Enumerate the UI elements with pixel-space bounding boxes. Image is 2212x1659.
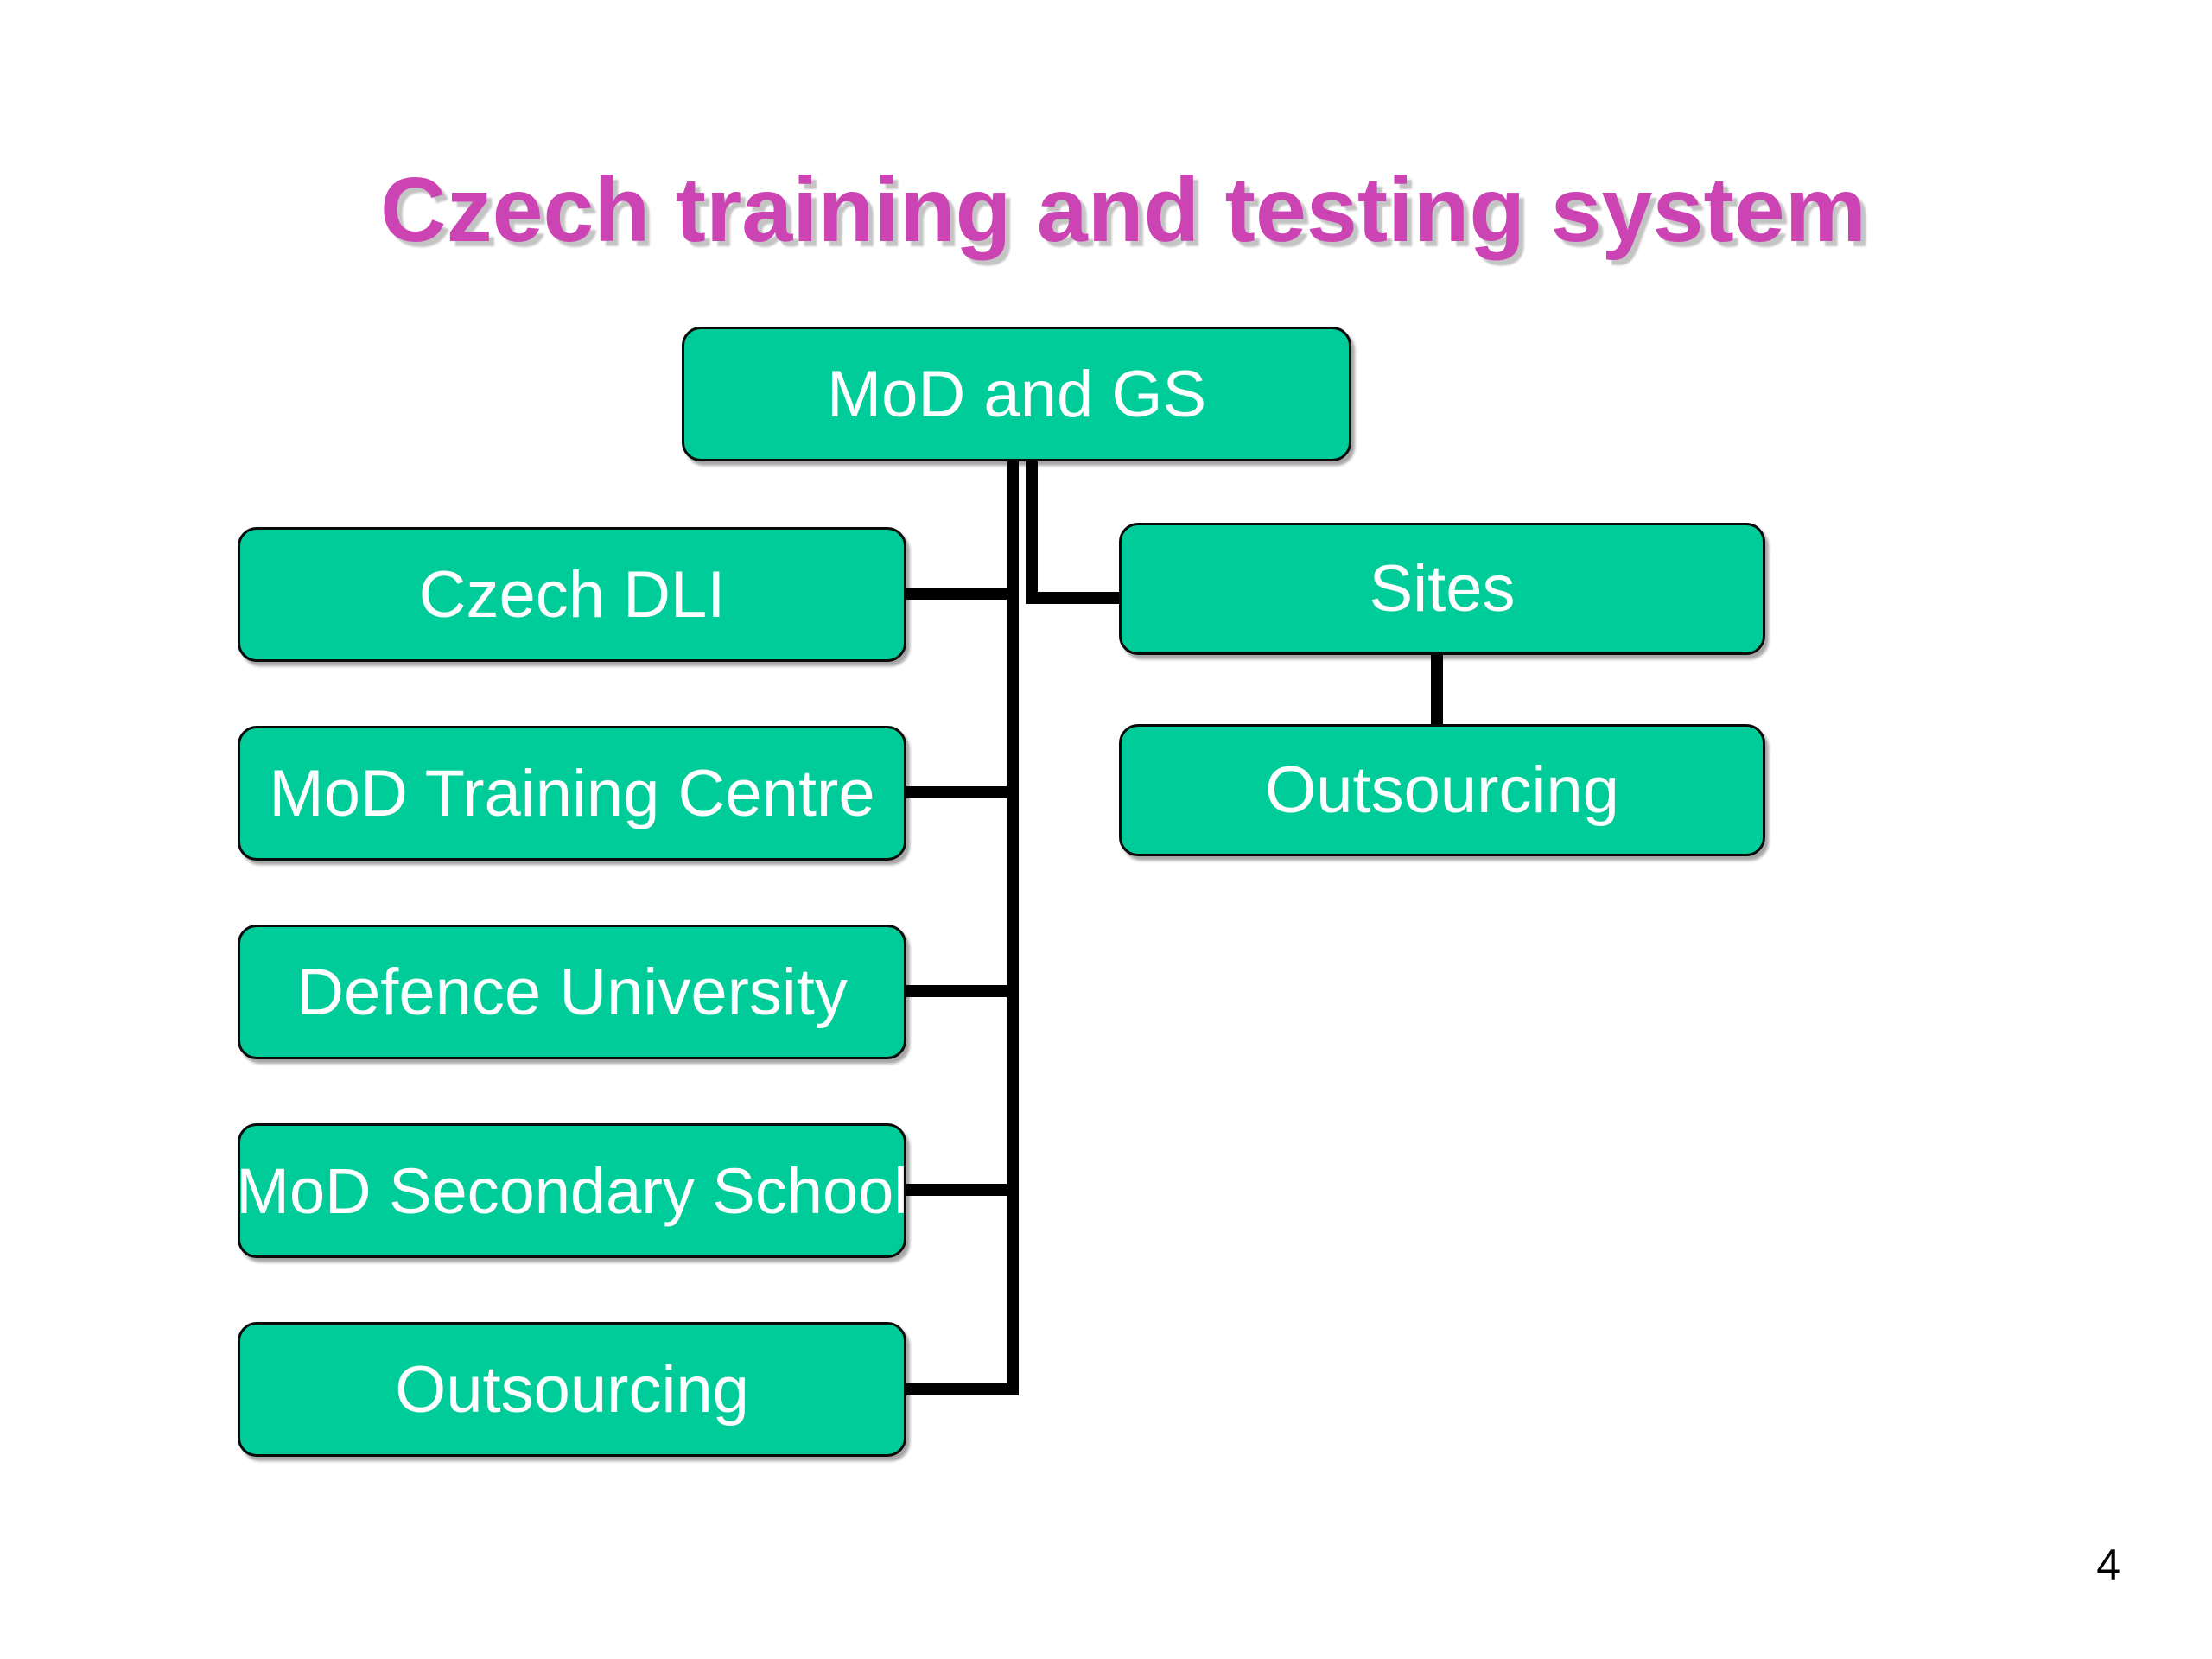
slide-title: Czech training and testing system [380, 159, 1866, 261]
node-mod-secondary-school: MoD Secondary School [238, 1123, 906, 1258]
node-mod-training-centre: MoD Training Centre [238, 726, 906, 861]
node-label: MoD and GS [826, 357, 1207, 431]
node-label: Outsourcing [1265, 753, 1619, 827]
node-mod-and-gs: MoD and GS [682, 327, 1351, 461]
node-defence-university: Defence University [238, 925, 906, 1059]
node-label: Czech DLI [418, 557, 726, 632]
node-outsourcing-left: Outsourcing [238, 1322, 906, 1457]
node-label: MoD Training Centre [269, 756, 875, 830]
page-number: 4 [2096, 1541, 2120, 1589]
node-label: MoD Secondary School [238, 1154, 906, 1227]
node-label: Outsourcing [395, 1352, 749, 1427]
node-outsourcing-right: Outsourcing [1119, 724, 1765, 856]
node-czech-dli: Czech DLI [238, 527, 906, 662]
node-label: Defence University [296, 955, 848, 1029]
node-label: Sites [1369, 552, 1516, 626]
node-sites: Sites [1119, 523, 1765, 655]
